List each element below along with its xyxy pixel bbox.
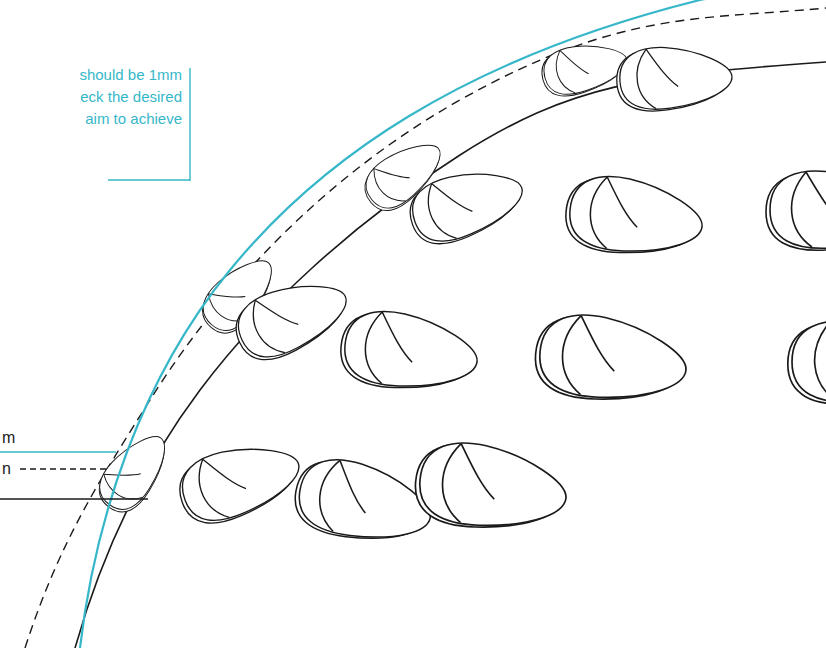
nozzle-hood (401, 154, 531, 253)
nozzle-hoods (89, 34, 826, 551)
nozzle-hood (412, 439, 570, 535)
nozzle-hood (290, 453, 438, 551)
nozzle-hood (226, 264, 357, 370)
leader-line (0, 498, 148, 499)
nozzle-hood (614, 41, 734, 114)
nozzle-hood (532, 311, 690, 407)
dimension-label: n (2, 459, 18, 479)
dimension-label: m (2, 428, 42, 448)
nozzle-hood (766, 171, 826, 250)
callout-bracket (189, 68, 190, 181)
note-text: should be 1mm eck the desired aim to ach… (64, 64, 182, 130)
surface-edge (75, 62, 826, 648)
leader-line (20, 468, 106, 469)
nozzle-hood (170, 428, 308, 533)
dashed-boundary (25, 8, 826, 648)
nozzle-hood (788, 321, 826, 404)
nozzle-hood (338, 308, 481, 395)
callout-bracket (108, 179, 190, 180)
outer-boundary (80, 0, 760, 648)
nozzle-hood (563, 173, 706, 260)
leader-line (0, 451, 116, 453)
